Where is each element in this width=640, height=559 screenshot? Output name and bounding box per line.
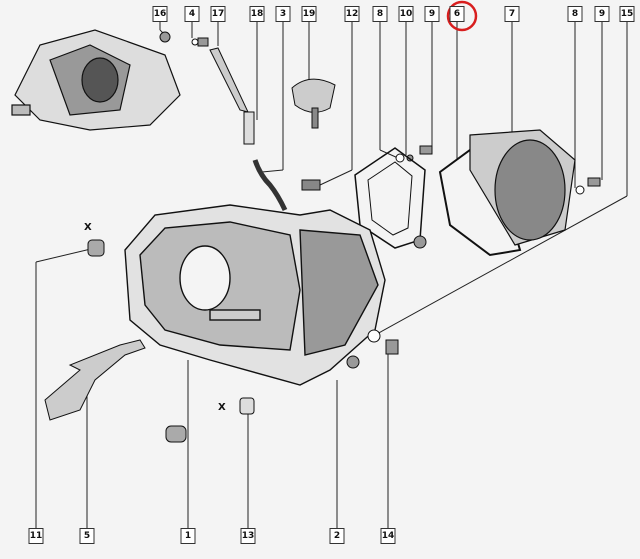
part-label-1[interactable]: 1 xyxy=(180,528,196,544)
highlight-circle xyxy=(446,0,478,32)
part-label-7[interactable]: 7 xyxy=(504,6,520,22)
part-label-10[interactable]: 10 xyxy=(398,6,414,22)
part-label-9[interactable]: 9 xyxy=(594,6,610,22)
part-label-12[interactable]: 12 xyxy=(344,6,360,22)
part-label-18[interactable]: 18 xyxy=(249,6,265,22)
part-label-6-highlighted[interactable]: 6 xyxy=(449,6,465,22)
part-label-13[interactable]: 13 xyxy=(240,528,256,544)
part-label-11[interactable]: 11 xyxy=(28,528,44,544)
part-label-9[interactable]: 9 xyxy=(424,6,440,22)
part-label-15[interactable]: 15 xyxy=(619,6,635,22)
x-mark: X xyxy=(84,222,92,233)
part-label-14[interactable]: 14 xyxy=(380,528,396,544)
part-label-2[interactable]: 2 xyxy=(329,528,345,544)
part-label-4[interactable]: 4 xyxy=(184,6,200,22)
part-label-16[interactable]: 16 xyxy=(152,6,168,22)
part-label-3[interactable]: 3 xyxy=(275,6,291,22)
x-mark: X xyxy=(218,402,226,413)
part-label-8[interactable]: 8 xyxy=(567,6,583,22)
part-label-19[interactable]: 19 xyxy=(301,6,317,22)
part-label-8[interactable]: 8 xyxy=(372,6,388,22)
part-label-5[interactable]: 5 xyxy=(79,528,95,544)
part-label-17[interactable]: 17 xyxy=(210,6,226,22)
